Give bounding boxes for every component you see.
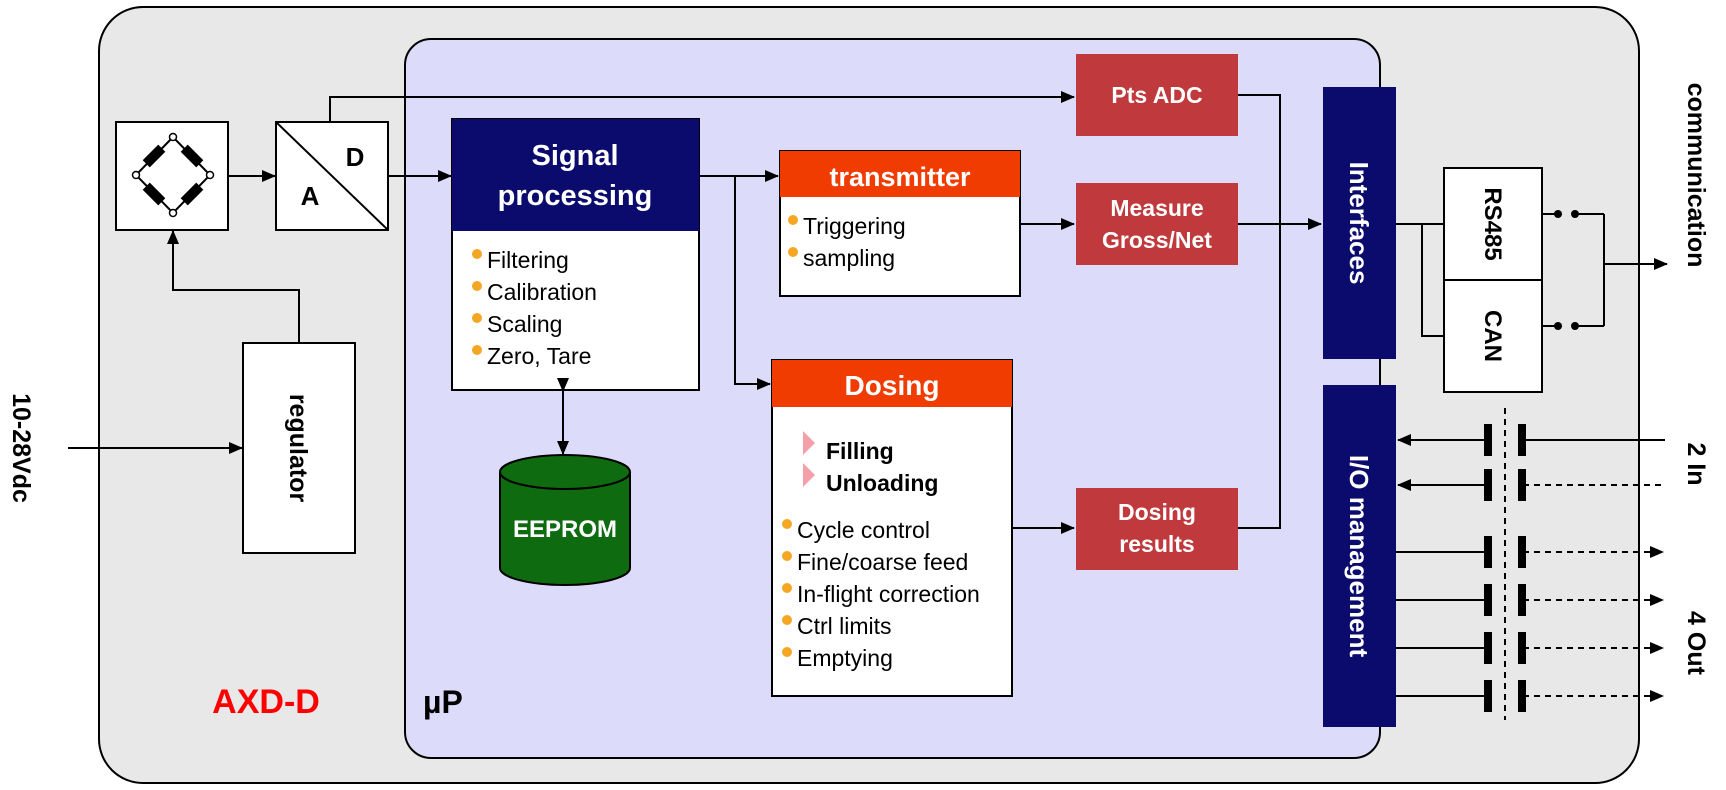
bullet-dot: [782, 647, 792, 657]
bullet-item-text: Cycle control: [797, 517, 930, 543]
io-contact-plate: [1518, 536, 1526, 568]
bullet-dot: [472, 249, 482, 259]
bullet-item-text: Scaling: [487, 311, 562, 337]
io-lines: [1396, 408, 1665, 720]
dosing-arrow-item-text: Filling: [826, 438, 894, 464]
up-label: µP: [423, 684, 463, 720]
bullet-item-text: Zero, Tare: [487, 343, 591, 369]
transmitter-block: transmitter Triggering sampling: [779, 150, 1021, 297]
regulator-block: regulator: [242, 342, 356, 554]
io-contact-plate: [1484, 424, 1492, 456]
bullet-dot: [472, 345, 482, 355]
bullet-dot: [782, 583, 792, 593]
dosing-title: Dosing: [845, 370, 940, 401]
bullet-item-text: Triggering: [803, 213, 906, 239]
io-management-block: I/O management: [1323, 385, 1396, 727]
bullet-item-text: Calibration: [487, 279, 597, 305]
switch-contacts: [1554, 210, 1579, 330]
io-contact-plate: [1518, 632, 1526, 664]
bullet-dot: [782, 551, 792, 561]
io-contact-plate: [1484, 680, 1492, 712]
eeprom-cylinder: EEPROM: [499, 454, 631, 586]
io-contact-plate: [1518, 469, 1526, 501]
transmitter-items: Triggering sampling: [788, 213, 906, 271]
bullet-item-text: Fine/coarse feed: [797, 549, 968, 575]
io-contact-plate: [1518, 584, 1526, 616]
inputs-label: 2 In: [1682, 442, 1710, 485]
dosing-arrow-item-text: Unloading: [826, 470, 938, 496]
can-label: CAN: [1479, 310, 1506, 362]
interfaces-block: Interfaces: [1323, 87, 1396, 359]
io-contact-plate: [1484, 632, 1492, 664]
io-contact-plate: [1484, 584, 1492, 616]
ad-label-d: D: [346, 142, 365, 172]
communication-label: communication: [1682, 83, 1710, 268]
product-label: AXD-D: [212, 683, 320, 721]
io-contact-plate: [1484, 469, 1492, 501]
io-contact-plate: [1518, 680, 1526, 712]
dosing-results-block: Dosing results: [1076, 488, 1238, 570]
transmitter-title: transmitter: [829, 162, 971, 192]
strain-bridge-sensor: [115, 121, 229, 231]
ad-label-a: A: [301, 181, 320, 211]
can-block: CAN: [1443, 279, 1543, 393]
triangle-bullet-icon: [803, 463, 815, 487]
bullet-dot: [782, 519, 792, 529]
io-contact-plate: [1518, 424, 1526, 456]
eeprom-label: EEPROM: [513, 516, 617, 543]
bullet-item-text: Emptying: [797, 645, 893, 671]
bullet-dot: [472, 281, 482, 291]
dosing-results-label-2: results: [1119, 531, 1194, 557]
rs485-block: RS485: [1443, 167, 1543, 281]
connection-lines: [68, 91, 1668, 534]
pts-adc-label: Pts ADC: [1111, 82, 1202, 108]
triangle-bullet-icon: [803, 431, 815, 455]
measure-label-1: Measure: [1110, 195, 1203, 221]
power-input-label: 10-28Vdc: [7, 393, 35, 503]
bullet-dot: [788, 215, 798, 225]
regulator-label: regulator: [284, 394, 312, 503]
bullet-dot: [788, 247, 798, 257]
io-contact-plate: [1484, 536, 1492, 568]
bullet-item-text: sampling: [803, 245, 895, 271]
pts-adc-block: Pts ADC: [1076, 54, 1238, 136]
signal-processing-title-1: Signal: [531, 140, 618, 172]
signal-processing-title-2: processing: [498, 180, 653, 212]
bullet-item-text: Filtering: [487, 247, 569, 273]
dosing-results-label-1: Dosing: [1118, 499, 1196, 525]
measure-block: Measure Gross/Net: [1076, 183, 1238, 265]
io-management-label: I/O management: [1344, 455, 1374, 658]
bullet-dot: [782, 615, 792, 625]
bullet-dot: [472, 313, 482, 323]
interfaces-label: Interfaces: [1344, 162, 1374, 285]
measure-label-2: Gross/Net: [1102, 227, 1212, 253]
ad-converter: A D: [275, 121, 389, 231]
bullet-item-text: Ctrl limits: [797, 613, 892, 639]
bullet-item-text: In-flight correction: [797, 581, 980, 607]
outputs-label: 4 Out: [1682, 611, 1710, 676]
signal-processing-block: Signal processing FilteringCalibrationSc…: [451, 118, 700, 391]
rs485-label: RS485: [1479, 187, 1506, 260]
